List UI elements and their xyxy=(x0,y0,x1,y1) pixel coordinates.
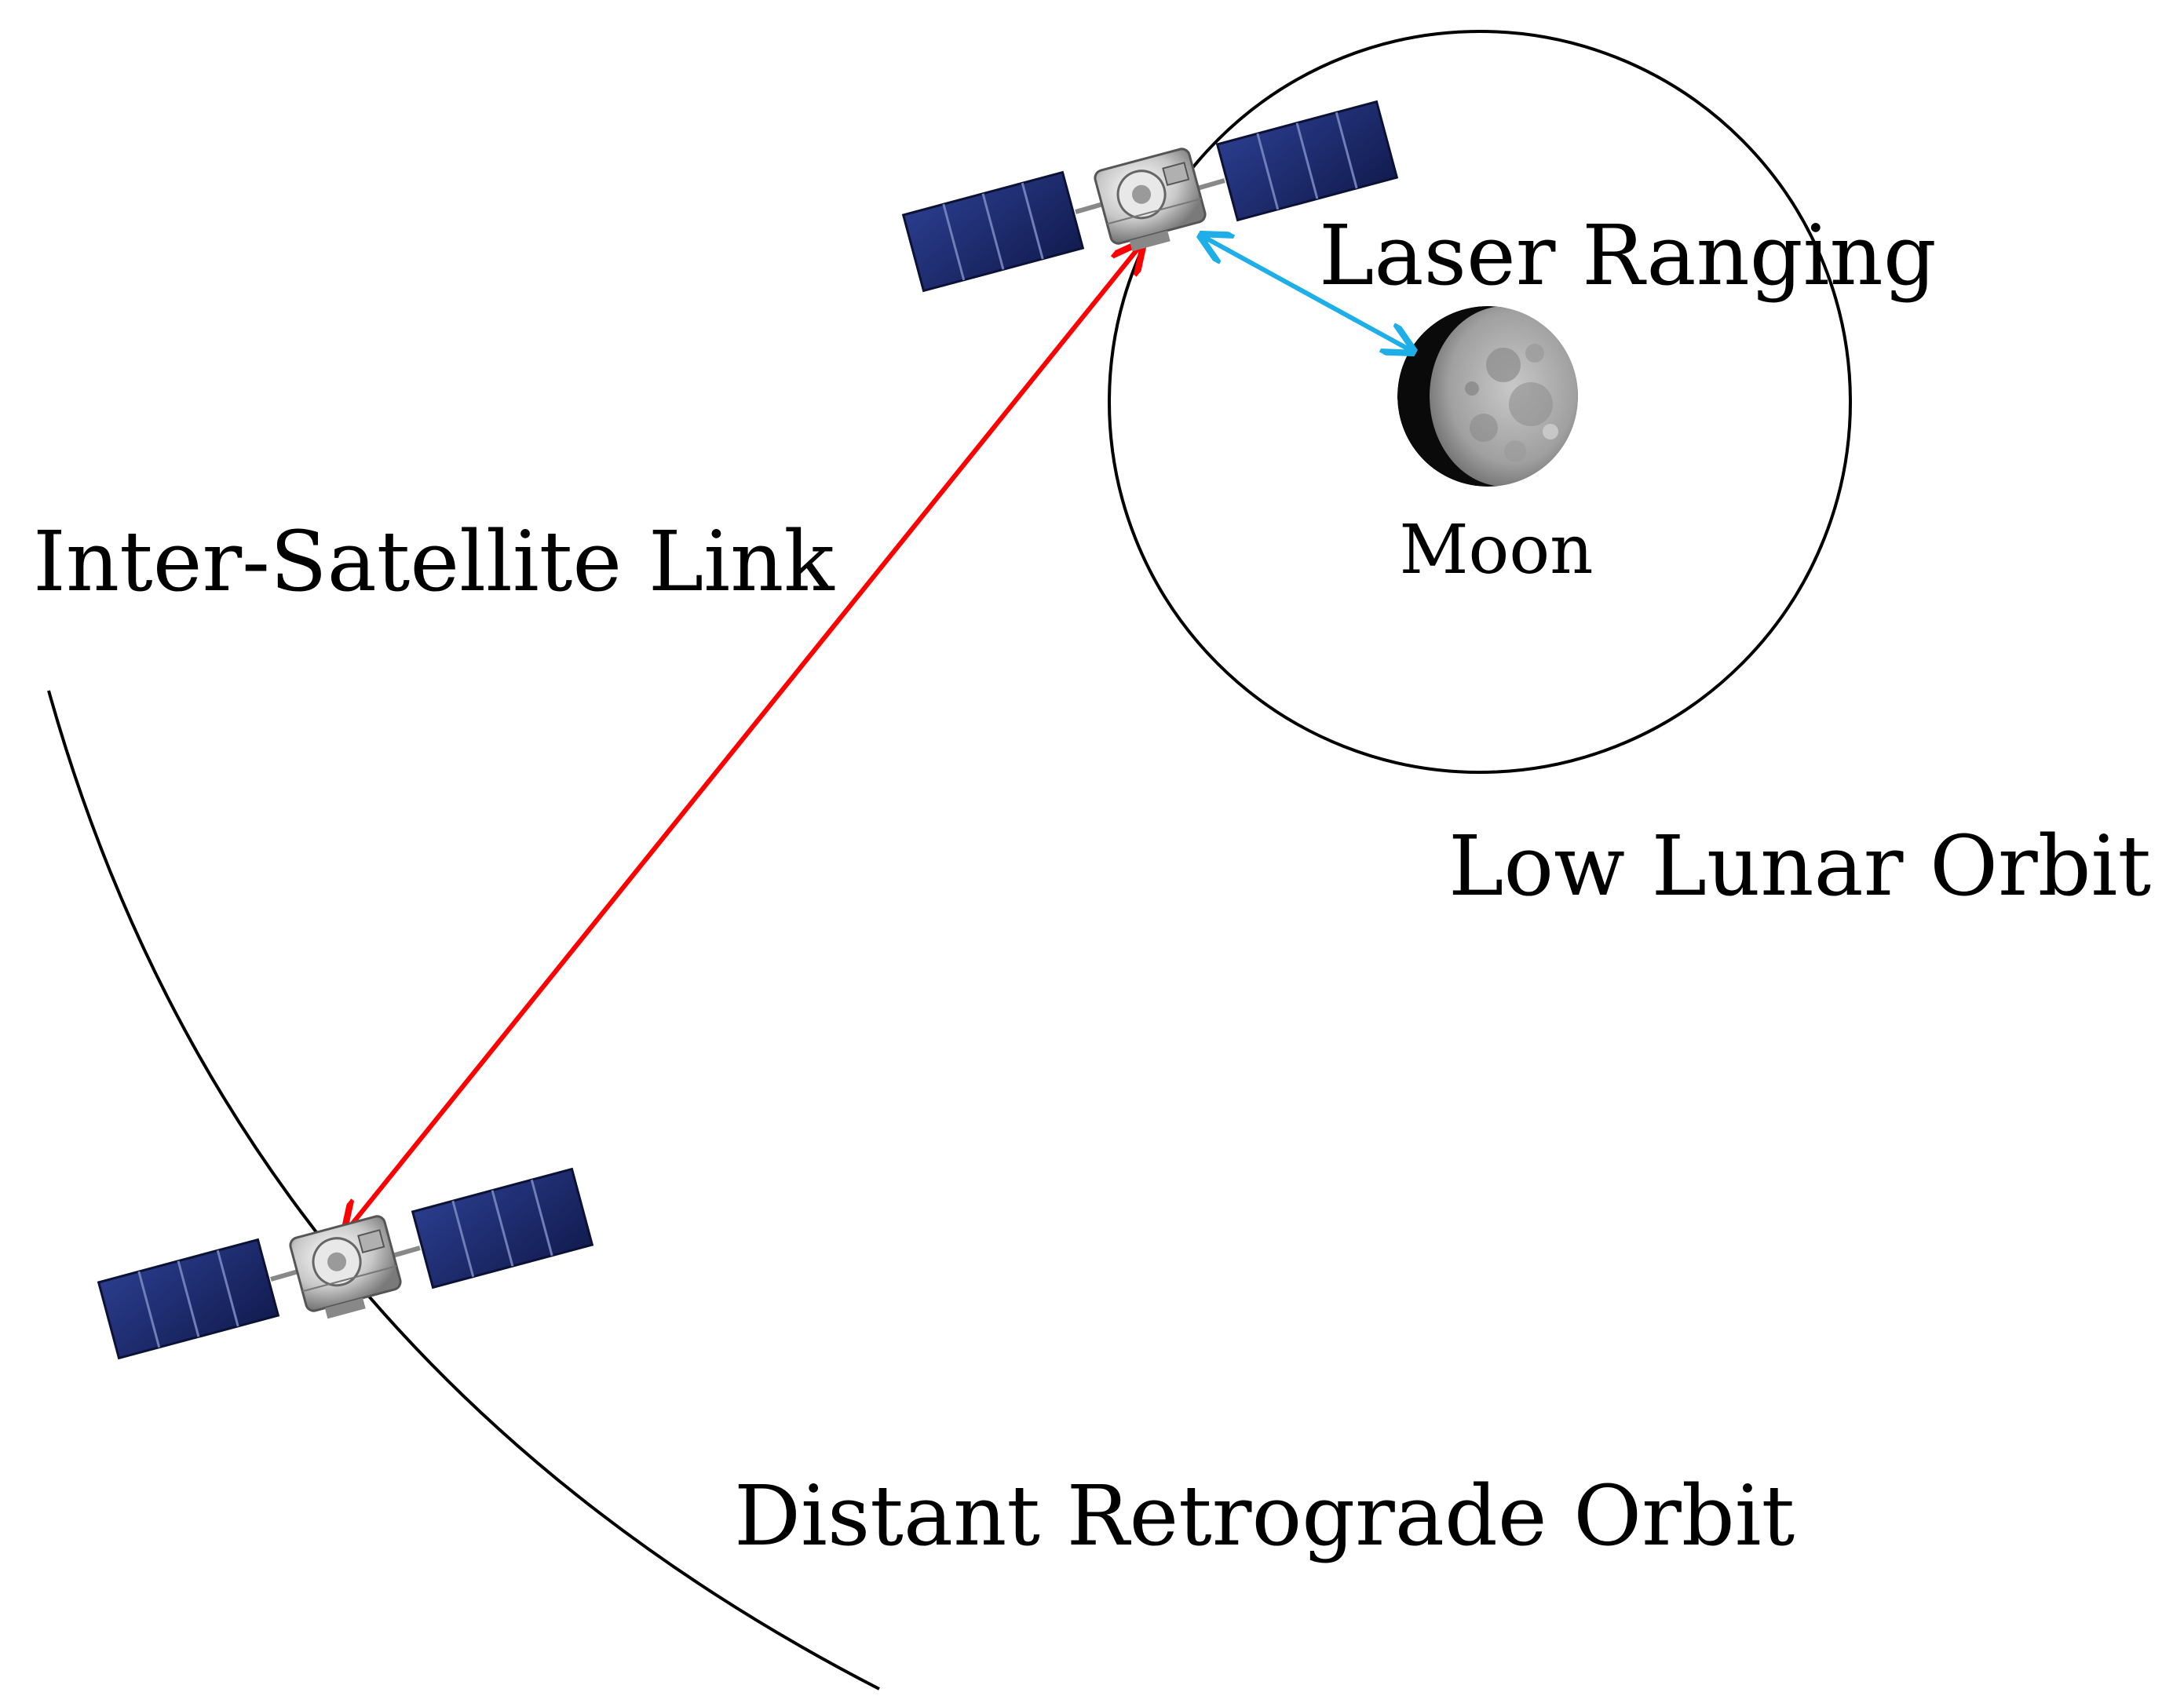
moon-icon xyxy=(1397,306,1578,487)
inter-satellite-link-label: Inter-Satellite Link xyxy=(33,513,835,610)
distant-retrograde-orbit-label: Distant Retrograde Orbit xyxy=(734,1468,1795,1564)
inter-satellite-link-arrow xyxy=(345,243,1142,1232)
low-lunar-orbit-label: Low Lunar Orbit xyxy=(1448,818,2151,914)
laser-ranging-arrow xyxy=(1201,235,1413,352)
laser-ranging-label: Laser Ranging xyxy=(1319,207,1937,304)
satellite-icon xyxy=(99,1169,593,1359)
moon-label: Moon xyxy=(1400,511,1594,589)
